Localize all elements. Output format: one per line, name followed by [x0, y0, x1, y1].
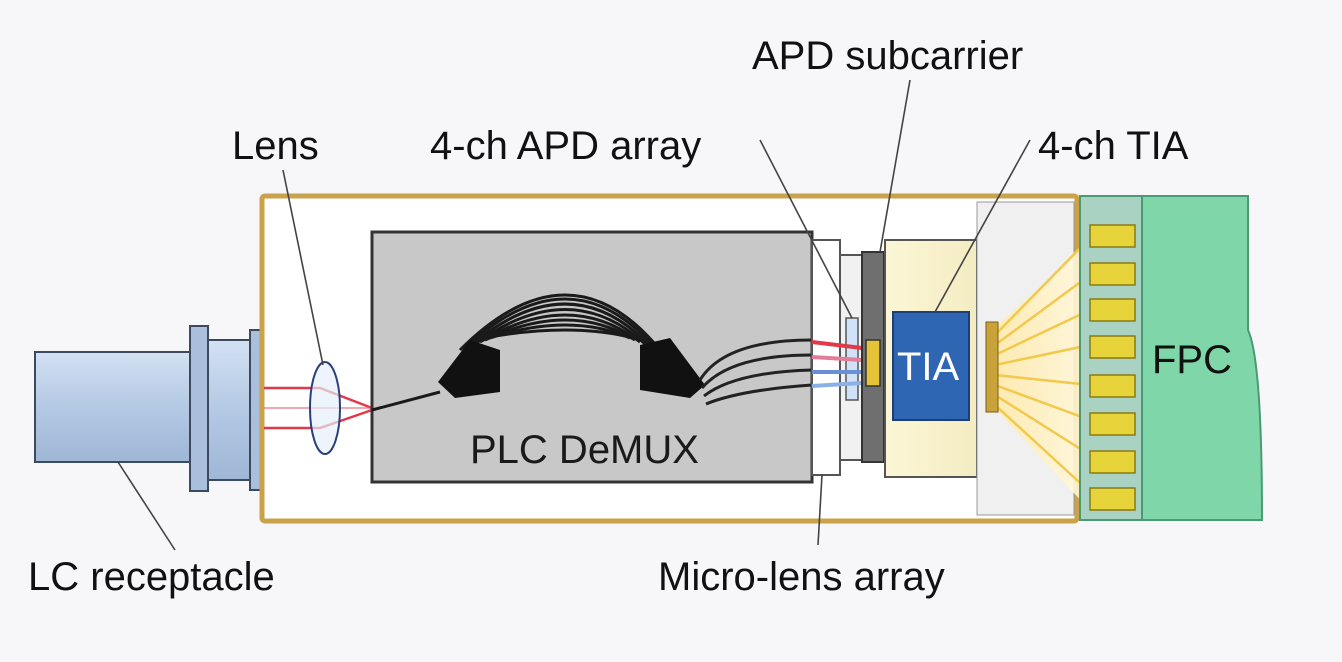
lc-receptacle [34, 325, 265, 492]
output-waveguides [698, 338, 813, 406]
bond-wires [994, 237, 1091, 493]
star-coupler-left [438, 340, 500, 398]
fpc-label: FPC [1152, 338, 1232, 382]
wire-fan [992, 245, 1085, 505]
star-coupler-right [640, 338, 705, 398]
lens [309, 361, 341, 455]
fpc-pads [1089, 224, 1136, 511]
plc-waveguides [371, 293, 662, 412]
tia-chip-label: 4-ch TIA [1038, 124, 1189, 168]
lc-receptacle-label: LC receptacle [28, 555, 275, 599]
lens-label: Lens [232, 124, 319, 168]
apd-array-chip [865, 339, 881, 387]
tia-label: TIA [897, 345, 960, 389]
plc-demux-chip [370, 230, 814, 484]
micro-lens-array-label: Micro-lens array [658, 555, 945, 599]
apd-subcarrier-label: APD subcarrier [752, 34, 1024, 78]
plc-demux-label: PLC DeMUX [470, 428, 699, 472]
leader-lines [117, 79, 1031, 551]
tia-chip [892, 311, 970, 421]
tia-pad-strip [985, 321, 999, 413]
channel-beams [811, 340, 863, 388]
apd-array-label: 4-ch APD array [430, 124, 702, 168]
